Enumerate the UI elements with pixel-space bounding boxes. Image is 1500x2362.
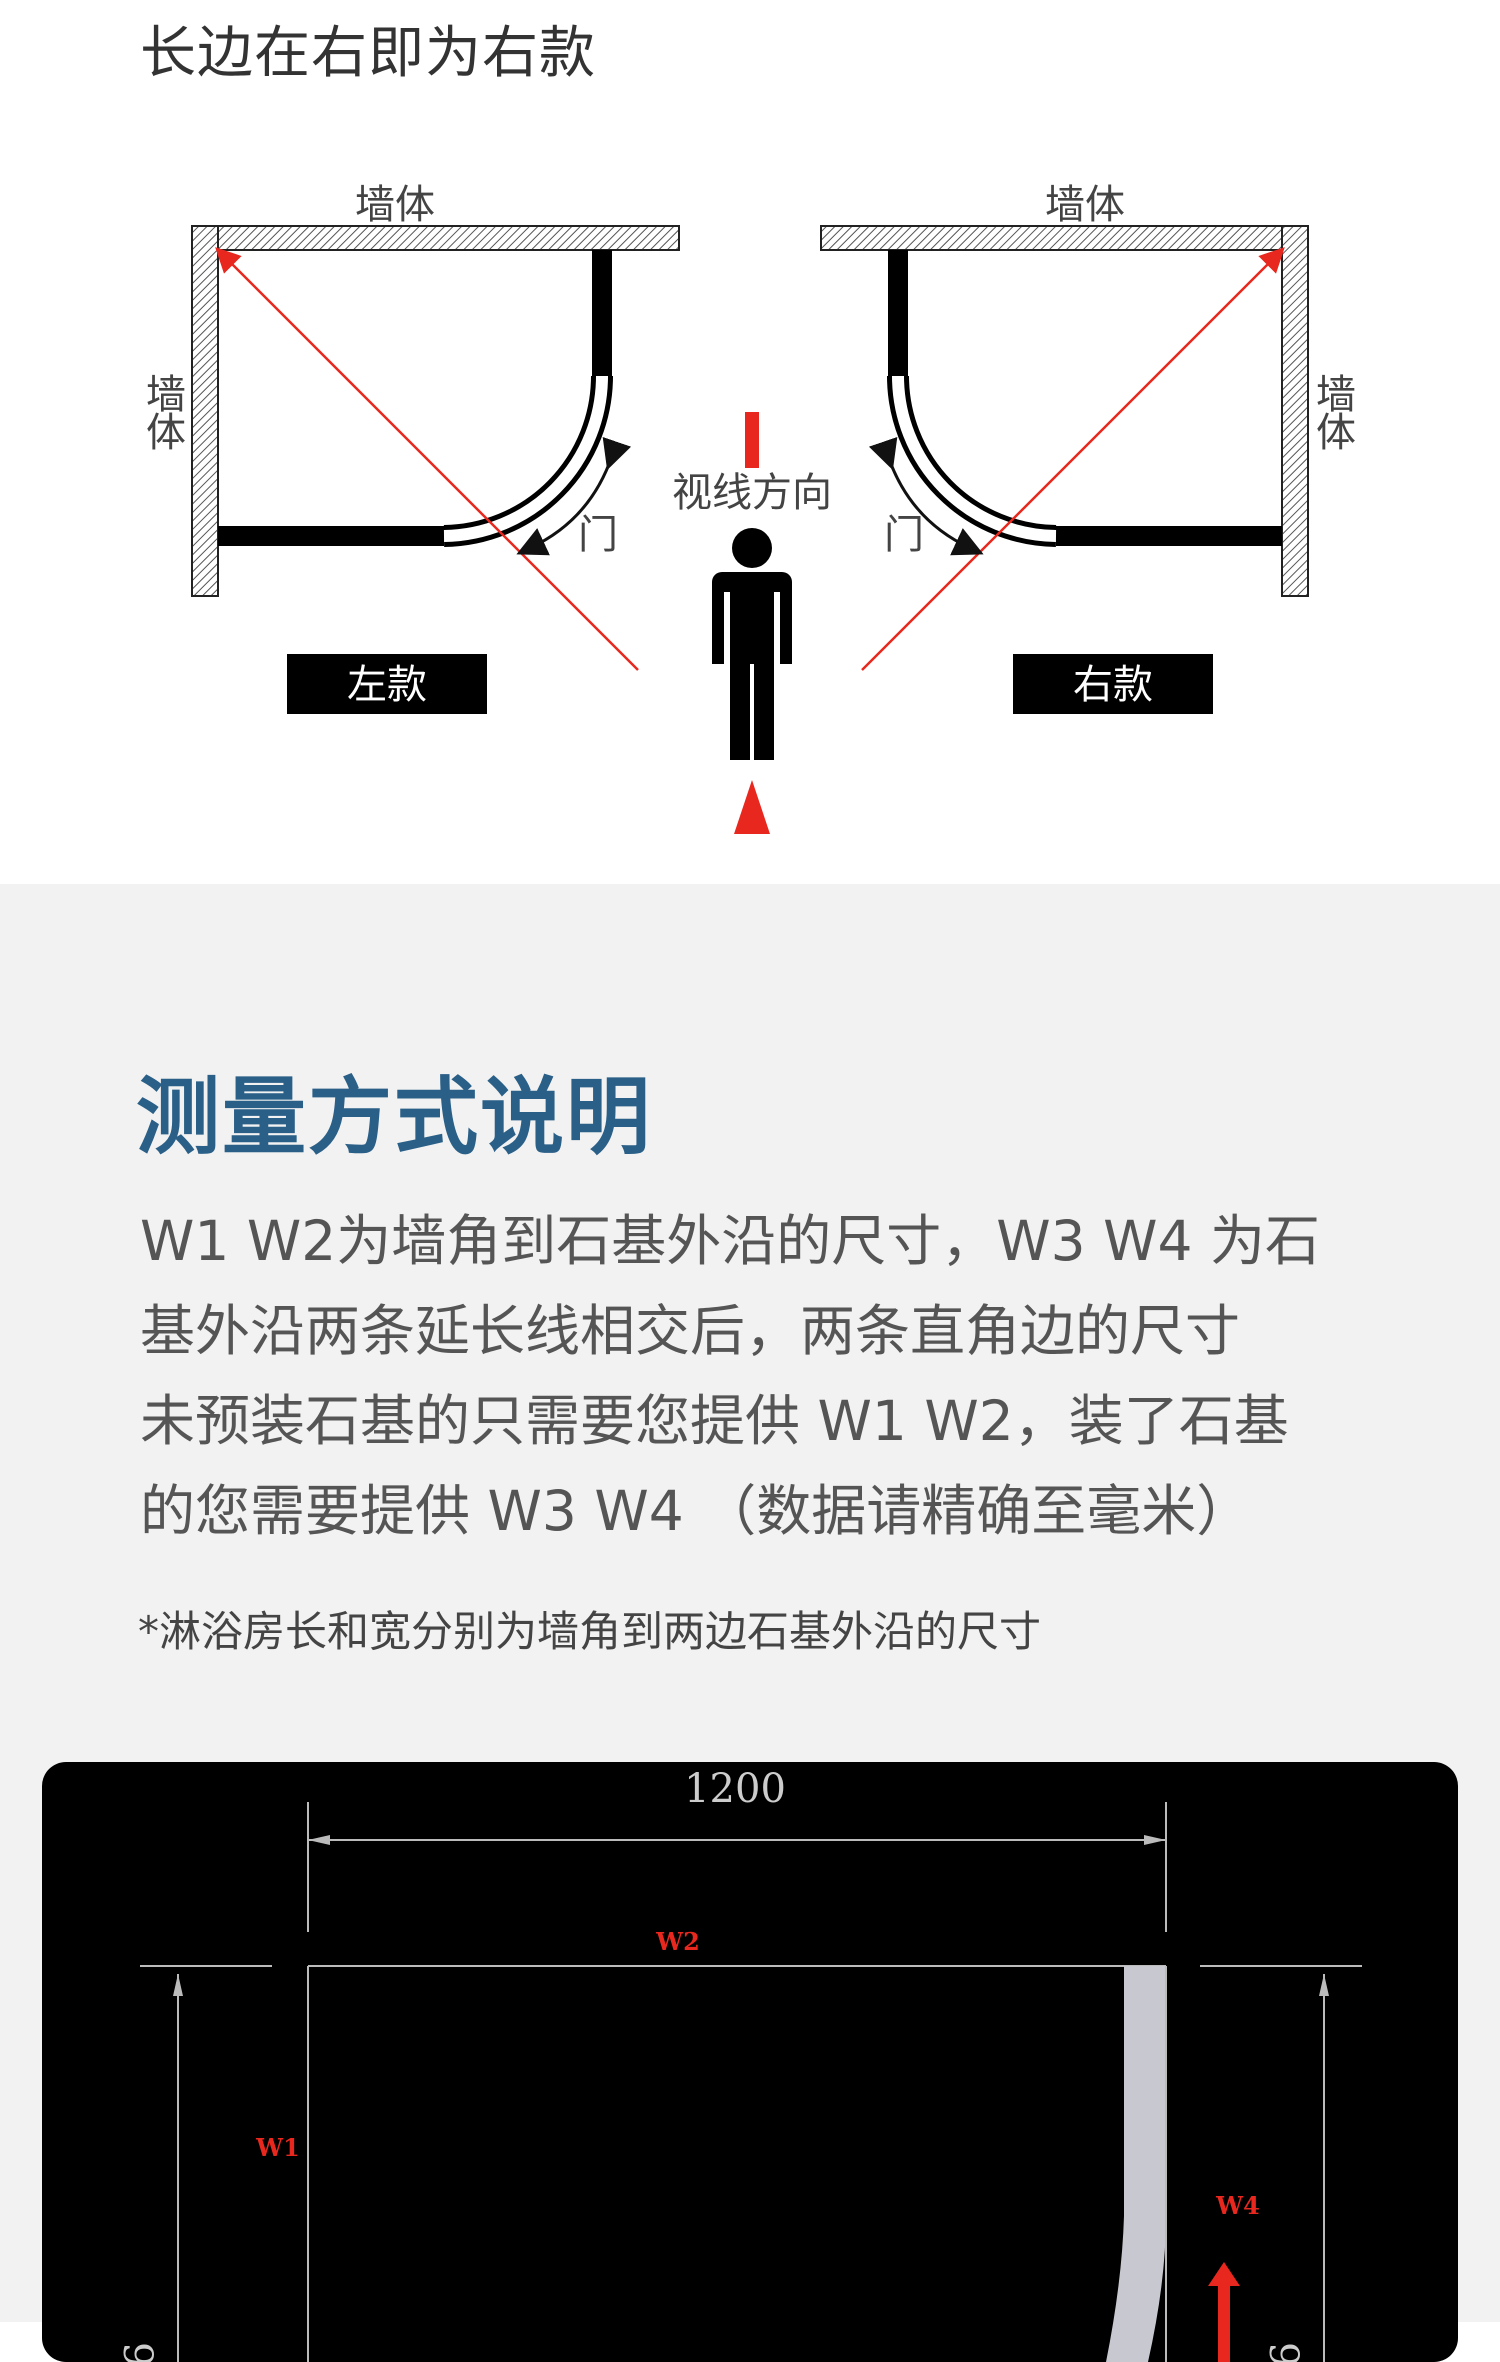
description-line: 基外沿两条延长线相交后，两条直角边的尺寸 <box>140 1299 1241 1363</box>
right-top-wall <box>820 225 1309 251</box>
width-dimension: 1200 <box>684 1766 786 1812</box>
cad-drawing-panel: 1200 W2 W1 900 W4 900 <box>42 1762 1458 2362</box>
left-fixed-panel-vertical <box>592 250 612 376</box>
view-direction-arrow-icon <box>734 780 770 834</box>
left-model-diagram: 墙体 墙 体 门 左款 <box>146 182 680 714</box>
right-fixed-glass-panel <box>1124 1966 1166 2216</box>
cad-drawing: 1200 W2 W1 900 W4 900 <box>114 1766 1362 2362</box>
right-fixed-panel-horizontal <box>1056 526 1282 546</box>
right-model-label: 右款 <box>1073 662 1153 708</box>
view-direction-label: 视线方向 <box>672 470 832 516</box>
top-section: 长边在右即为右款 墙体 墙 体 门 <box>0 0 1500 884</box>
right-fixed-panel-vertical <box>888 250 908 376</box>
description-line: W1 W2为墙角到石基外沿的尺寸，W3 W4 为石 <box>140 1209 1320 1273</box>
shower-layout-diagram: 墙体 墙 体 门 左款 墙体 墙 体 门 右款 视线方向 <box>146 182 1356 834</box>
left-model-label: 左款 <box>347 662 427 708</box>
left-side-wall-label-top: 墙 <box>146 372 186 418</box>
measurement-note: *淋浴房长和宽分别为墙角到两边石基外沿的尺寸 <box>138 1607 1042 1656</box>
top-title: 长边在右即为右款 <box>140 21 596 86</box>
right-side-wall <box>1281 225 1309 597</box>
right-door-swing-arrow <box>868 436 984 556</box>
right-curved-glass-door <box>1106 2216 1166 2362</box>
right-door-label: 门 <box>884 512 924 558</box>
person-icon <box>712 528 792 760</box>
left-diagonal-sight-line <box>215 247 639 671</box>
w1-label: W1 <box>255 2133 300 2162</box>
left-top-wall <box>191 225 680 251</box>
description-line: 未预装石基的只需要您提供 W1 W2，装了石基 <box>140 1389 1289 1453</box>
left-door-label: 门 <box>578 512 618 558</box>
section-heading: 测量方式说明 <box>136 1068 653 1166</box>
right-model-badge <box>1013 654 1213 714</box>
left-model-badge <box>287 654 487 714</box>
left-fixed-panel-horizontal <box>218 526 444 546</box>
w4-label: W4 <box>1215 2191 1260 2220</box>
w2-label: W2 <box>655 1927 700 1956</box>
right-model-diagram: 墙体 墙 体 门 右款 <box>820 182 1356 714</box>
right-diagonal-sight-line <box>861 247 1285 671</box>
right-height-dimension: 900 <box>1260 2342 1306 2362</box>
viewer-figure: 视线方向 <box>672 412 832 834</box>
left-side-wall <box>191 225 219 597</box>
left-wall-label: 墙体 <box>355 182 435 228</box>
left-door-swing-arrow <box>516 436 632 556</box>
right-wall-label: 墙体 <box>1045 182 1125 228</box>
description-line: 的您需要提供 W3 W4 （数据请精确至毫米） <box>140 1479 1252 1543</box>
w4-arrow-icon <box>1208 2262 1240 2362</box>
left-height-dimension: 900 <box>114 2342 160 2362</box>
right-side-wall-label-top: 墙 <box>1316 372 1356 418</box>
view-direction-marker <box>745 412 759 468</box>
measurement-description: W1 W2为墙角到石基外沿的尺寸，W3 W4 为石 基外沿两条延长线相交后，两条… <box>140 1196 1400 1556</box>
left-side-wall-label-bottom: 体 <box>146 410 186 456</box>
right-side-wall-label-bottom: 体 <box>1316 410 1356 456</box>
